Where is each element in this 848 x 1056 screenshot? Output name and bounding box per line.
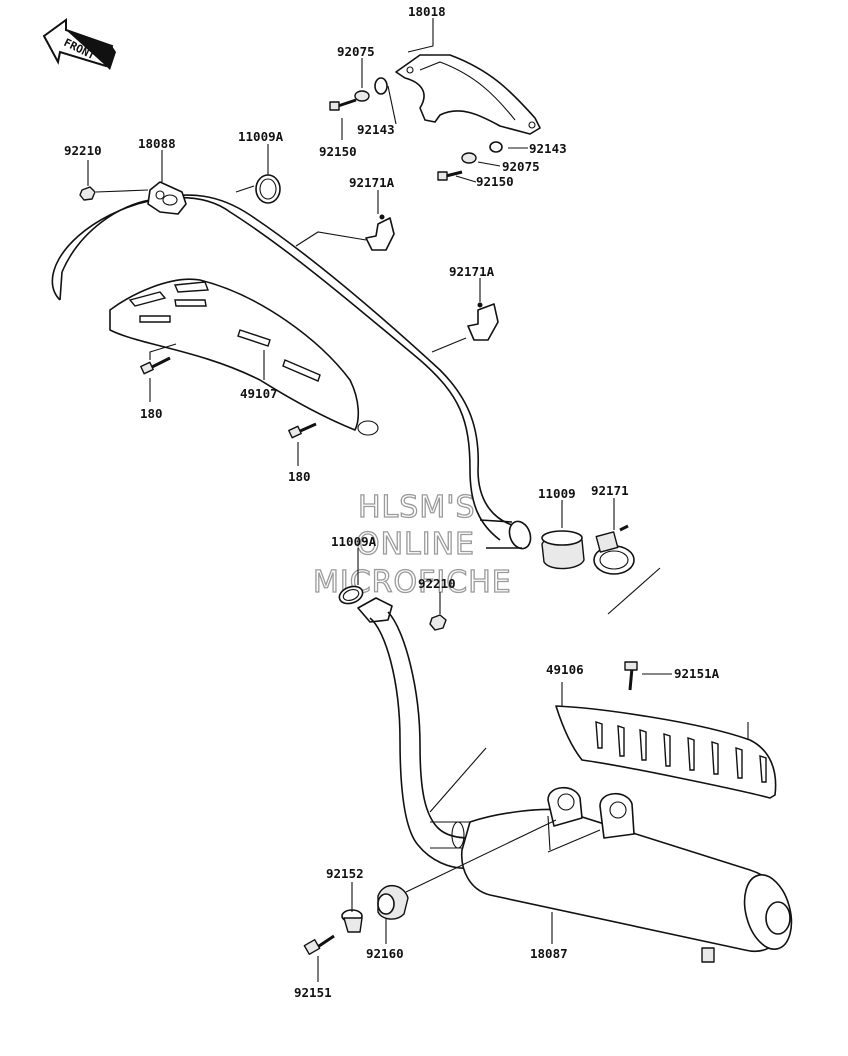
heat-shield-49106 — [555, 705, 777, 799]
front-arrow-icon: FRONT — [42, 18, 116, 70]
label-11009a-b: 11009A — [331, 534, 377, 549]
label-18088: 18088 — [138, 136, 176, 151]
washer-92143-b — [489, 141, 503, 153]
washer-92143-a — [374, 77, 388, 95]
bolt-92150-a — [329, 98, 357, 111]
label-92210-a: 92210 — [64, 143, 102, 158]
label-92150-a: 92150 — [319, 144, 357, 159]
nut-92075-b — [461, 152, 477, 164]
grommet-92160 — [377, 885, 409, 920]
label-92171: 92171 — [591, 483, 629, 498]
bolt-92150-b — [437, 170, 463, 181]
label-18018: 18018 — [408, 4, 446, 19]
header-pipe-lower — [357, 597, 471, 870]
leader-lines — [87, 18, 749, 982]
label-92171a-a: 92171A — [349, 175, 395, 190]
label-49106: 49106 — [546, 662, 584, 677]
label-92152: 92152 — [326, 866, 364, 881]
label-92210-b: 92210 — [418, 576, 456, 591]
bolt-92151a — [624, 661, 638, 691]
label-92143-b: 92143 — [529, 141, 567, 156]
label-92171a-b: 92171A — [449, 264, 495, 279]
label-92075-a: 92075 — [337, 44, 375, 59]
label-92150-b: 92150 — [476, 174, 514, 189]
label-11009: 11009 — [538, 486, 576, 501]
gasket-11009 — [541, 530, 585, 570]
label-180-a: 180 — [140, 406, 163, 421]
watermark-line-1: HLSM'S — [358, 490, 476, 525]
bolt-92151 — [303, 934, 335, 956]
nut-92210-lower — [429, 614, 447, 631]
clamp-92171 — [593, 524, 635, 575]
heat-shield-49107 — [109, 278, 379, 436]
collar-92152 — [341, 909, 363, 933]
nut-92075-a — [354, 90, 370, 102]
label-180-b: 180 — [288, 469, 311, 484]
header-pipe-upper — [51, 194, 532, 550]
bolt-180-a — [140, 356, 171, 375]
flange-18088 — [147, 181, 187, 215]
label-92151: 92151 — [294, 985, 332, 1000]
label-92075-b: 92075 — [502, 159, 540, 174]
label-92160: 92160 — [366, 946, 404, 961]
bracket-18018 — [395, 54, 541, 135]
watermark-line-2: ONLINE — [356, 527, 475, 562]
label-11009a-a: 11009A — [238, 129, 284, 144]
part-labels: 18018 92075 92143 92150 92143 92075 9215… — [64, 4, 720, 1000]
label-18087: 18087 — [530, 946, 568, 961]
label-92151a: 92151A — [674, 666, 720, 681]
label-49107: 49107 — [240, 386, 278, 401]
muffler-18087 — [461, 786, 793, 963]
bracket-92171a-lower — [467, 302, 499, 341]
bracket-92171a-upper — [365, 214, 395, 251]
nut-92210-upper — [79, 186, 96, 201]
label-92143-a: 92143 — [357, 122, 395, 137]
bolt-180-b — [288, 422, 317, 439]
